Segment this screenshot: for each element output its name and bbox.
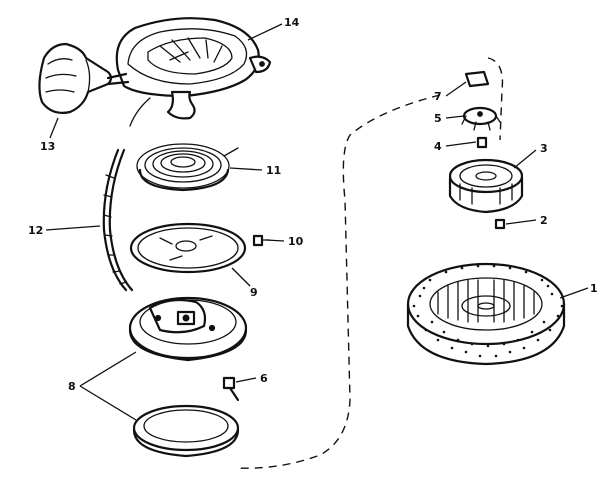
pulley-assembly (128, 296, 248, 362)
drive-cup (461, 106, 501, 131)
label-13: 13 (40, 140, 55, 153)
starter-rope (102, 148, 134, 292)
label-8: 8 (68, 380, 76, 393)
screen-mesh-texture (412, 264, 564, 358)
label-12: 12 (28, 224, 43, 237)
label-1: 1 (590, 282, 598, 295)
pawl (464, 70, 490, 88)
label-7: 7 (434, 90, 442, 103)
screw-4 (476, 136, 488, 149)
part-number-labels: 14 13 11 12 10 9 8 6 7 5 4 3 2 1 (28, 16, 598, 393)
label-3: 3 (540, 142, 548, 155)
retainer-cup (132, 404, 240, 458)
screw-2 (494, 218, 506, 230)
starter-cup (448, 158, 524, 214)
label-11: 11 (266, 164, 281, 177)
screw-6 (222, 376, 240, 402)
label-2: 2 (540, 214, 548, 227)
label-5: 5 (434, 112, 442, 125)
label-6: 6 (260, 372, 268, 385)
label-14: 14 (284, 16, 300, 29)
recoil-spring (136, 143, 239, 192)
assembly-boundary-dashed-line (234, 57, 504, 469)
flywheel-screen (406, 262, 566, 366)
label-4: 4 (434, 140, 442, 153)
label-9: 9 (250, 286, 258, 299)
label-10: 10 (288, 235, 304, 248)
starter-handle (38, 42, 130, 114)
leader-lines (45, 23, 589, 421)
starter-housing (115, 17, 272, 127)
pulley-plate (129, 222, 247, 274)
